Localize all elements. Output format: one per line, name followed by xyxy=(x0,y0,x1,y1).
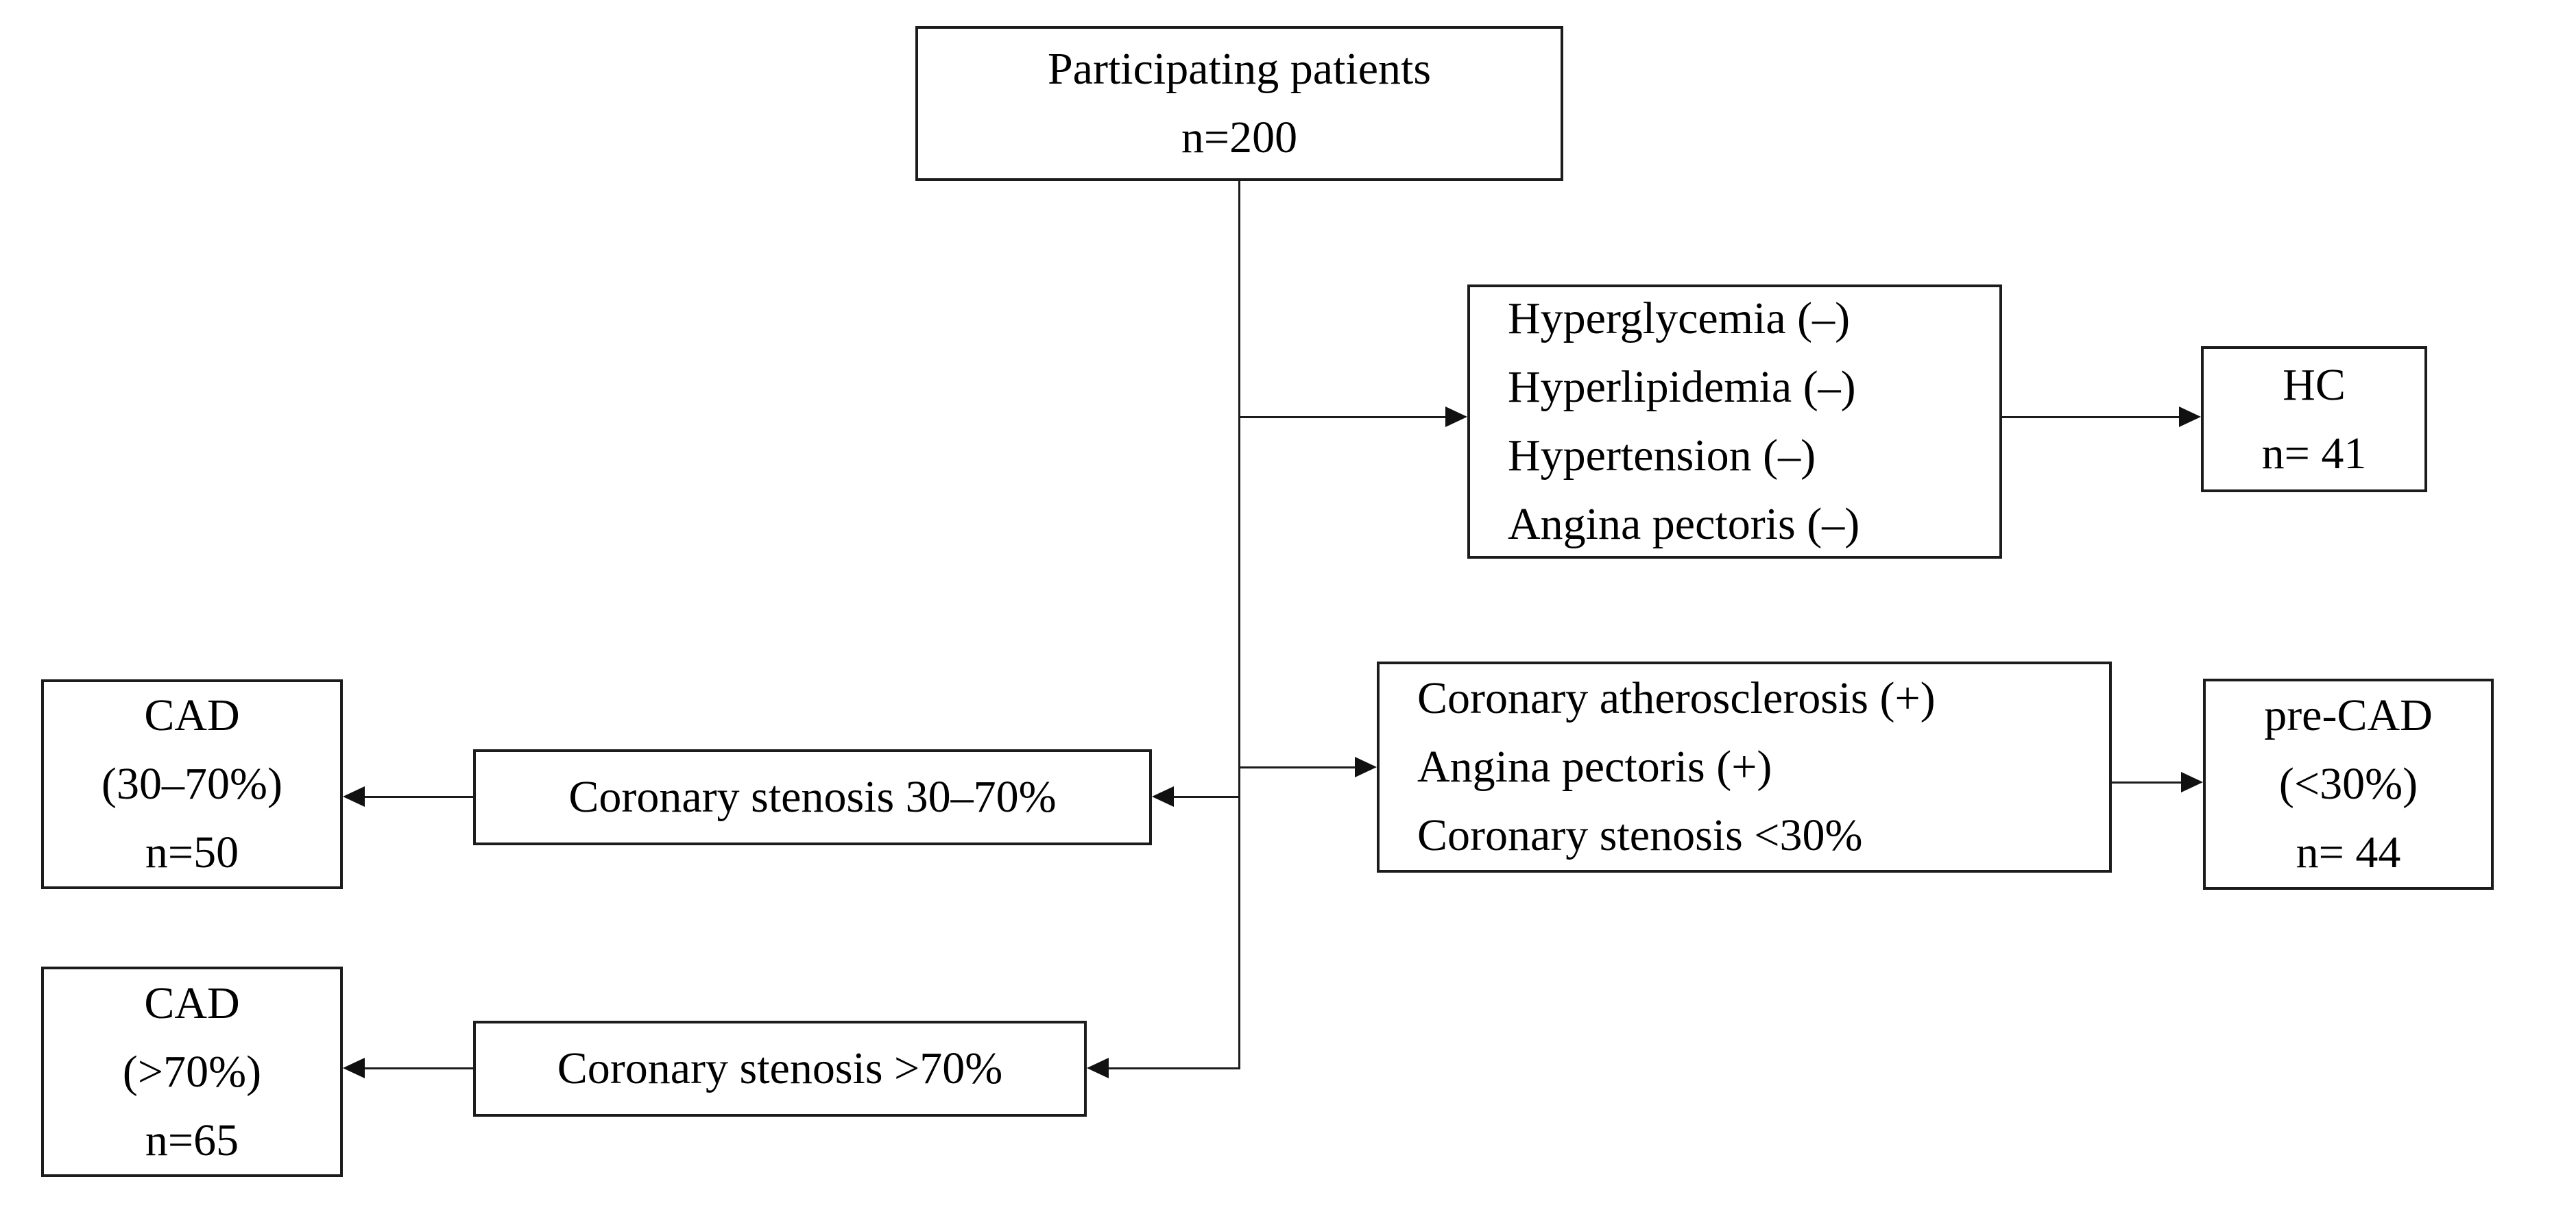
node-line: n= 44 xyxy=(2296,827,2401,877)
node-line: n= 41 xyxy=(2261,428,2367,478)
arrowhead-right-icon xyxy=(2181,772,2203,792)
node-precad: pre-CAD (<30%) n= 44 xyxy=(2203,679,2494,890)
connector-to-hc-criteria xyxy=(1239,416,1445,418)
connector-to-precad-criteria xyxy=(1239,766,1355,768)
node-line: CAD xyxy=(144,690,240,740)
node-stenosis-30-70: Coronary stenosis 30–70% xyxy=(473,749,1152,845)
arrowhead-left-icon xyxy=(343,1058,365,1078)
node-line: (<30%) xyxy=(2278,759,2418,809)
connector-trunk-vertical xyxy=(1238,181,1240,1069)
node-line: Coronary atherosclerosis (+) xyxy=(1417,673,1936,723)
arrowhead-right-icon xyxy=(2179,407,2201,427)
node-hc-criteria: Hyperglycemia (–) Hyperlipidemia (–) Hyp… xyxy=(1467,284,2002,559)
connector-to-hc xyxy=(2002,416,2179,418)
node-line: Hypertension (–) xyxy=(1508,431,1816,481)
connector-to-stenosis-30-70 xyxy=(1174,796,1239,798)
connector-to-precad xyxy=(2112,781,2181,784)
node-line: CAD xyxy=(144,978,240,1028)
node-line: (>70%) xyxy=(122,1046,262,1097)
node-line: Coronary stenosis <30% xyxy=(1417,810,1863,860)
node-line: n=65 xyxy=(145,1115,239,1165)
node-cad-gt70: CAD (>70%) n=65 xyxy=(41,967,343,1177)
node-stenosis-gt70: Coronary stenosis >70% xyxy=(473,1021,1087,1117)
node-line: Hyperglycemia (–) xyxy=(1508,293,1851,343)
node-line: Coronary stenosis 30–70% xyxy=(568,772,1057,822)
node-line: pre-CAD xyxy=(2264,690,2433,740)
node-line: Angina pectoris (+) xyxy=(1417,742,1772,792)
arrowhead-left-icon xyxy=(1152,786,1174,807)
node-participating-patients: Participating patients n=200 xyxy=(915,26,1563,181)
node-line: (30–70%) xyxy=(101,759,282,809)
node-line: Angina pectoris (–) xyxy=(1508,499,1860,549)
node-line: Coronary stenosis >70% xyxy=(557,1043,1003,1093)
node-hc: HC n= 41 xyxy=(2201,346,2427,492)
connector-to-cad-gt70 xyxy=(365,1067,473,1069)
node-line: n=200 xyxy=(1181,112,1298,162)
node-line: n=50 xyxy=(145,827,239,877)
connector-to-stenosis-gt70 xyxy=(1109,1067,1240,1069)
node-cad-30-70: CAD (30–70%) n=50 xyxy=(41,679,343,889)
arrowhead-left-icon xyxy=(343,786,365,807)
node-precad-criteria: Coronary atherosclerosis (+) Angina pect… xyxy=(1377,662,2112,873)
arrowhead-right-icon xyxy=(1445,407,1467,427)
node-line: HC xyxy=(2283,359,2346,410)
node-line: Participating patients xyxy=(1047,44,1432,94)
arrowhead-right-icon xyxy=(1355,757,1377,777)
arrowhead-left-icon xyxy=(1087,1058,1109,1078)
node-line: Hyperlipidemia (–) xyxy=(1508,362,1856,412)
connector-to-cad-30-70 xyxy=(365,796,473,798)
